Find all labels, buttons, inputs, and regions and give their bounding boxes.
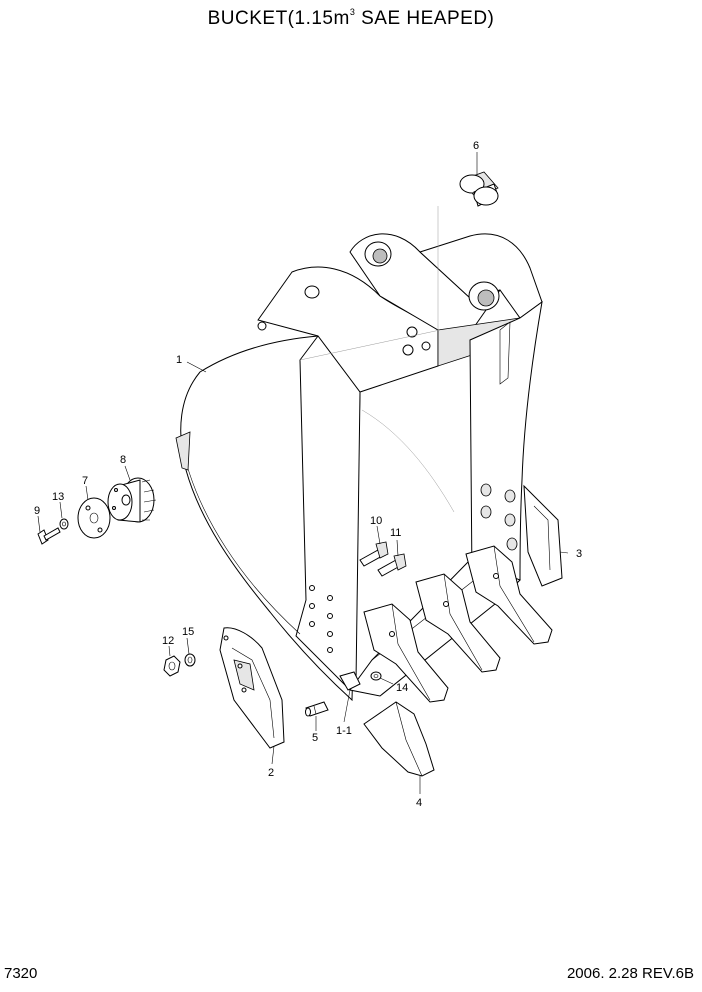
part-8-adjuster [107,477,157,523]
callout-5: 5 [312,732,318,744]
tooth-loose [363,701,435,777]
part-2-side-cutter [219,627,285,749]
part-9-bolt [37,527,61,545]
callout-1: 1 [176,354,182,366]
page-code: 7320 [4,965,38,982]
bucket-body [175,206,543,702]
callout-labels: 6 1 3 4 5 1-1 2 7 8 9 13 10 11 12 15 14 [34,140,582,809]
page-title: BUCKET(1.15m3 SAE HEAPED) [0,0,702,31]
part-5-pin [305,701,329,717]
part-14-washer [370,671,382,681]
callout-6: 6 [473,140,479,152]
plate-holes [309,585,333,653]
leader-lines [37,152,569,794]
tooth [363,603,449,703]
callout-11: 11 [390,527,401,539]
callout-8: 8 [120,454,126,466]
callout-3: 3 [576,548,582,560]
tooth [465,545,553,645]
tooth [339,671,361,691]
revision-date: 2006. 2.28 REV.6B [566,965,694,982]
title-suffix: SAE HEAPED) [355,8,495,29]
part-3-side-cutter [523,484,563,587]
callout-2: 2 [268,767,274,779]
tooth [415,573,501,673]
callout-15: 15 [182,626,194,638]
part-4-teeth [339,545,553,777]
callout-14: 14 [396,682,408,694]
callout-1-1: 1-1 [336,725,352,737]
part-12-nut [163,655,181,677]
part-10-bolt [359,541,389,567]
part-13-washer [59,518,69,530]
part-15-washer [184,653,196,667]
callout-10: 10 [370,515,382,527]
callout-9: 9 [34,505,40,517]
part-11-bolt [377,553,407,577]
title-prefix: BUCKET(1.15m [207,8,350,29]
callout-12: 12 [162,635,174,647]
part-6-bushing [459,171,499,207]
side-bolts [480,483,518,551]
callout-7: 7 [82,475,88,487]
callout-13: 13 [52,491,64,503]
callout-4: 4 [416,797,422,809]
title-superscript: 3 [349,7,356,17]
part-7-plate [77,497,111,539]
